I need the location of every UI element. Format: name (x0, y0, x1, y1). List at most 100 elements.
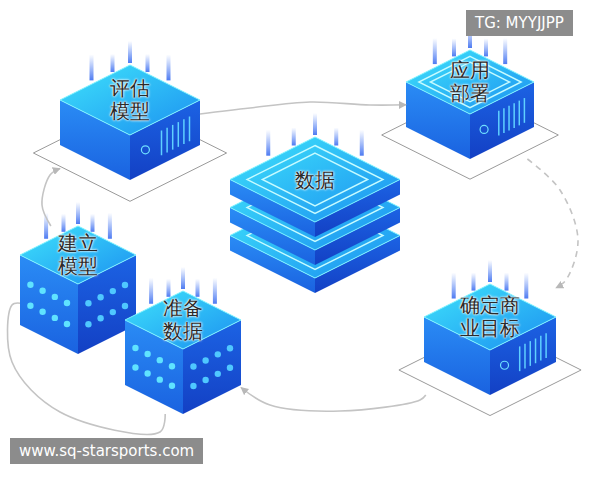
panel-dot (157, 357, 163, 363)
panel-dot (27, 282, 33, 288)
panel-dot (110, 288, 116, 294)
vent-stripe (172, 125, 174, 150)
light-bar (313, 113, 317, 135)
cycle-connector (7, 303, 165, 434)
vent-stripe (508, 106, 510, 131)
vent-stripe (530, 341, 532, 366)
panel-dot (97, 294, 103, 300)
panel-dot (122, 303, 128, 309)
panel-dot (52, 315, 58, 321)
server-block (20, 202, 136, 354)
node-label: 准备数据 (161, 297, 205, 343)
panel-dot (190, 363, 196, 369)
panel-dot (39, 309, 45, 315)
light-bar (196, 279, 200, 297)
cycle-connector (200, 102, 406, 114)
light-bar (76, 202, 80, 224)
panel-dot (64, 300, 70, 306)
light-bar (90, 54, 94, 80)
vent-stripe (519, 101, 521, 126)
light-bar (111, 54, 115, 72)
top-frame-line (262, 153, 367, 206)
top-frame-line (419, 56, 521, 107)
light-bar (452, 273, 456, 299)
cube-top-face (125, 291, 241, 349)
panel-dot (227, 345, 233, 351)
server-node: 数据 (230, 137, 400, 293)
panel-dot (169, 363, 175, 369)
light-bar (146, 54, 150, 72)
server-node: 建立模型 (20, 226, 136, 354)
cube-top-face (230, 137, 400, 222)
light-bar (62, 214, 66, 232)
light-bar (503, 38, 507, 64)
light-bar (266, 130, 270, 156)
vent-stripe (545, 333, 547, 358)
panel-dot (97, 315, 103, 321)
panel-dot (215, 371, 221, 377)
panel-dot (215, 351, 221, 357)
vent-stripe (178, 122, 180, 147)
light-bar (149, 278, 153, 304)
light-bar (452, 38, 456, 56)
server-node: 准备数据 (125, 291, 241, 414)
server-block (399, 260, 581, 416)
panel-dot (227, 365, 233, 371)
vent-stripe (183, 119, 185, 144)
light-bar (292, 128, 296, 146)
panel-dot (132, 345, 138, 351)
panel-dot (122, 282, 128, 288)
light-bar (334, 128, 338, 146)
light-bar (505, 273, 509, 291)
vent-stripe (535, 338, 537, 363)
server-block (33, 41, 226, 201)
panel-dot (85, 321, 91, 327)
vent-stripe (519, 346, 521, 371)
light-bar (360, 130, 364, 156)
panel-dot (52, 294, 58, 300)
vent-stripe (513, 103, 515, 128)
light-bar (167, 279, 171, 297)
cycle-connector (42, 168, 60, 226)
panel-dot (132, 364, 138, 370)
light-bar (108, 213, 112, 239)
corner-tag: TG: MYYJJPP (466, 10, 573, 36)
node-label: 数据 (293, 168, 337, 191)
light-bar (472, 273, 476, 291)
panel-knob (480, 125, 488, 133)
vent-stripe (189, 117, 191, 142)
panel-dot (202, 357, 208, 363)
vent-stripe (161, 131, 163, 156)
watermark: www.sq-starsports.com (10, 438, 203, 464)
vent-stripe (540, 336, 542, 361)
vent-stripe (498, 111, 500, 136)
vent-stripe (524, 344, 526, 369)
light-bar (128, 41, 132, 63)
server-block (382, 26, 559, 179)
light-bar (484, 38, 488, 56)
node-label: 建立模型 (56, 232, 100, 278)
panel-knob (501, 361, 509, 369)
panel-dot (144, 370, 150, 376)
top-frame-line (247, 146, 383, 214)
light-bar (213, 278, 217, 304)
server-node: 应用部署 (406, 50, 534, 159)
light-bar (167, 54, 171, 80)
server-block (125, 267, 241, 414)
panel-dot (144, 351, 150, 357)
light-bar (488, 260, 492, 282)
panel-dot (85, 300, 91, 306)
panel-dot (157, 376, 163, 382)
light-bar (91, 214, 95, 232)
panel-knob (141, 146, 149, 154)
panel-dot (39, 288, 45, 294)
vent-stripe (503, 108, 505, 133)
panel-dot (64, 321, 70, 327)
light-bar (524, 273, 528, 299)
cycle-connector (241, 388, 426, 412)
server-block (230, 113, 400, 293)
vent-stripe (166, 128, 168, 153)
light-bar (433, 38, 437, 64)
server-node: 确定商业目标 (424, 284, 556, 395)
